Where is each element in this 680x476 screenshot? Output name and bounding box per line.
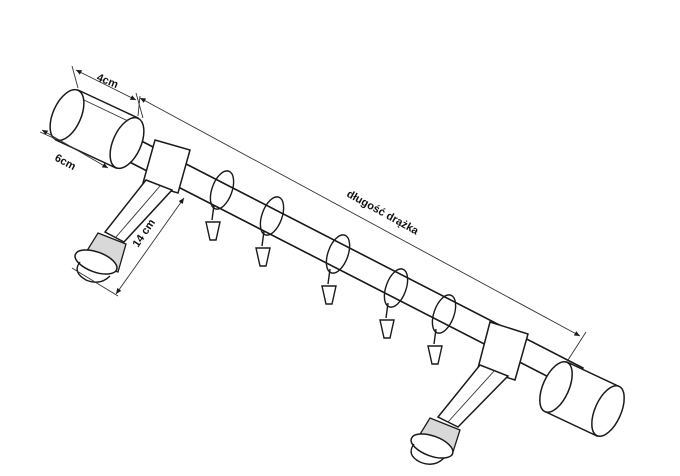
dimension-rod-length: długość drążka	[135, 92, 587, 361]
label-finial-diameter: 6cm	[53, 152, 78, 173]
right-finial	[539, 360, 625, 438]
right-bracket	[410, 321, 529, 465]
label-finial-width: 4cm	[95, 72, 120, 91]
label-rod-length: długość drążka	[345, 188, 422, 238]
